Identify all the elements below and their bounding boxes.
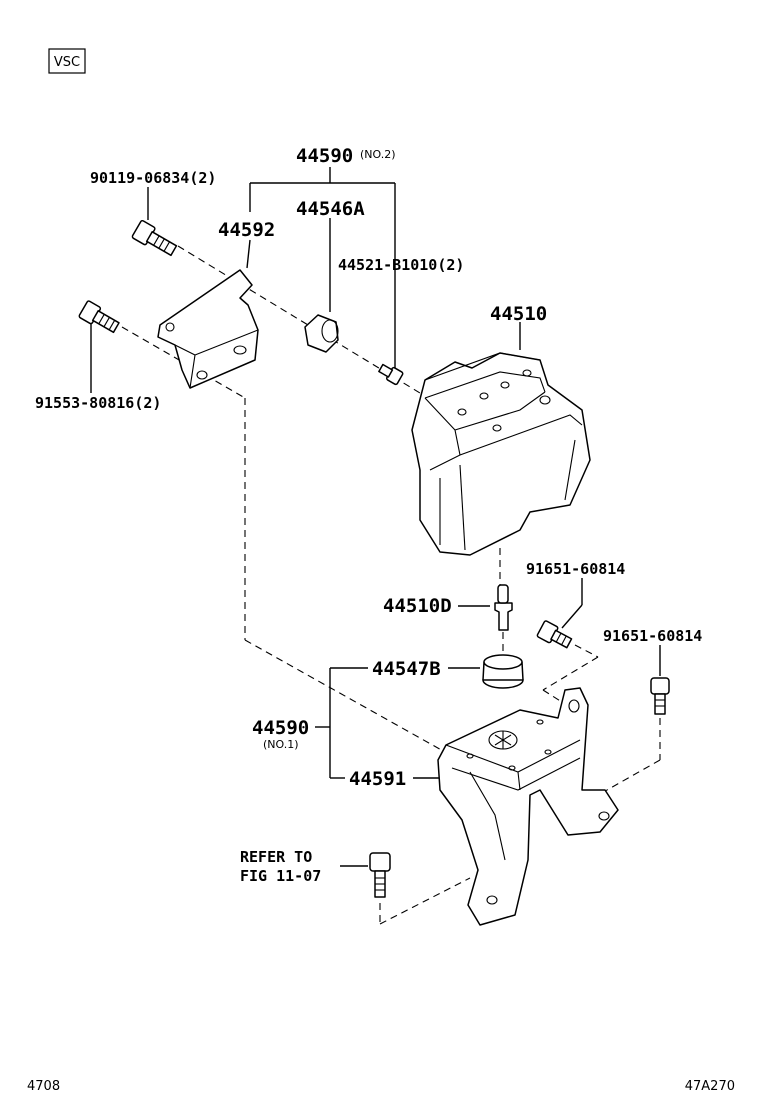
vsc-badge: VSC (48, 48, 86, 74)
bolt-91651-b-icon (650, 677, 670, 715)
label-90119: 90119-06834(2) (90, 169, 216, 187)
label-refer-line2: FIG 11-07 (240, 867, 321, 885)
actuator-44510-icon (411, 352, 591, 556)
label-91651-a: 91651-60814 (526, 560, 625, 578)
bolt-refer-icon (369, 852, 391, 898)
footer-left: 4708 (27, 1079, 60, 1094)
label-44590-no2-note: (NO.2) (360, 148, 396, 161)
cushion-44547B-icon (482, 654, 524, 689)
label-44546A: 44546A (296, 198, 365, 220)
label-44591: 44591 (349, 768, 406, 790)
label-91553: 91553-80816(2) (35, 394, 161, 412)
bolt-91553-icon (78, 300, 120, 334)
bolt-90119-icon (131, 219, 178, 257)
cushion-44546A-icon (304, 314, 339, 353)
label-44592: 44592 (218, 219, 275, 241)
label-44590-no1: 44590 (252, 717, 309, 739)
label-44521: 44521-B1010(2) (338, 256, 464, 274)
label-44590-no1-note: (NO.1) (263, 738, 299, 751)
bolt-44521-icon (378, 363, 404, 386)
label-refer-line1: REFER TO (240, 848, 312, 866)
label-44547B: 44547B (372, 658, 441, 680)
vsc-badge-label: VSC (54, 55, 80, 70)
label-91651-b: 91651-60814 (603, 627, 702, 645)
bracket-44592-icon (157, 269, 259, 389)
stud-44510D-icon (494, 584, 513, 631)
bolt-91651-a-icon (536, 620, 573, 649)
footer-right: 47A270 (685, 1079, 735, 1094)
label-44510D: 44510D (383, 595, 452, 617)
bracket-44591-icon (437, 687, 619, 926)
leader-lines (90, 167, 661, 867)
label-44510: 44510 (490, 303, 547, 325)
assembly-lines (121, 245, 661, 925)
label-44590-no2: 44590 (296, 145, 353, 167)
